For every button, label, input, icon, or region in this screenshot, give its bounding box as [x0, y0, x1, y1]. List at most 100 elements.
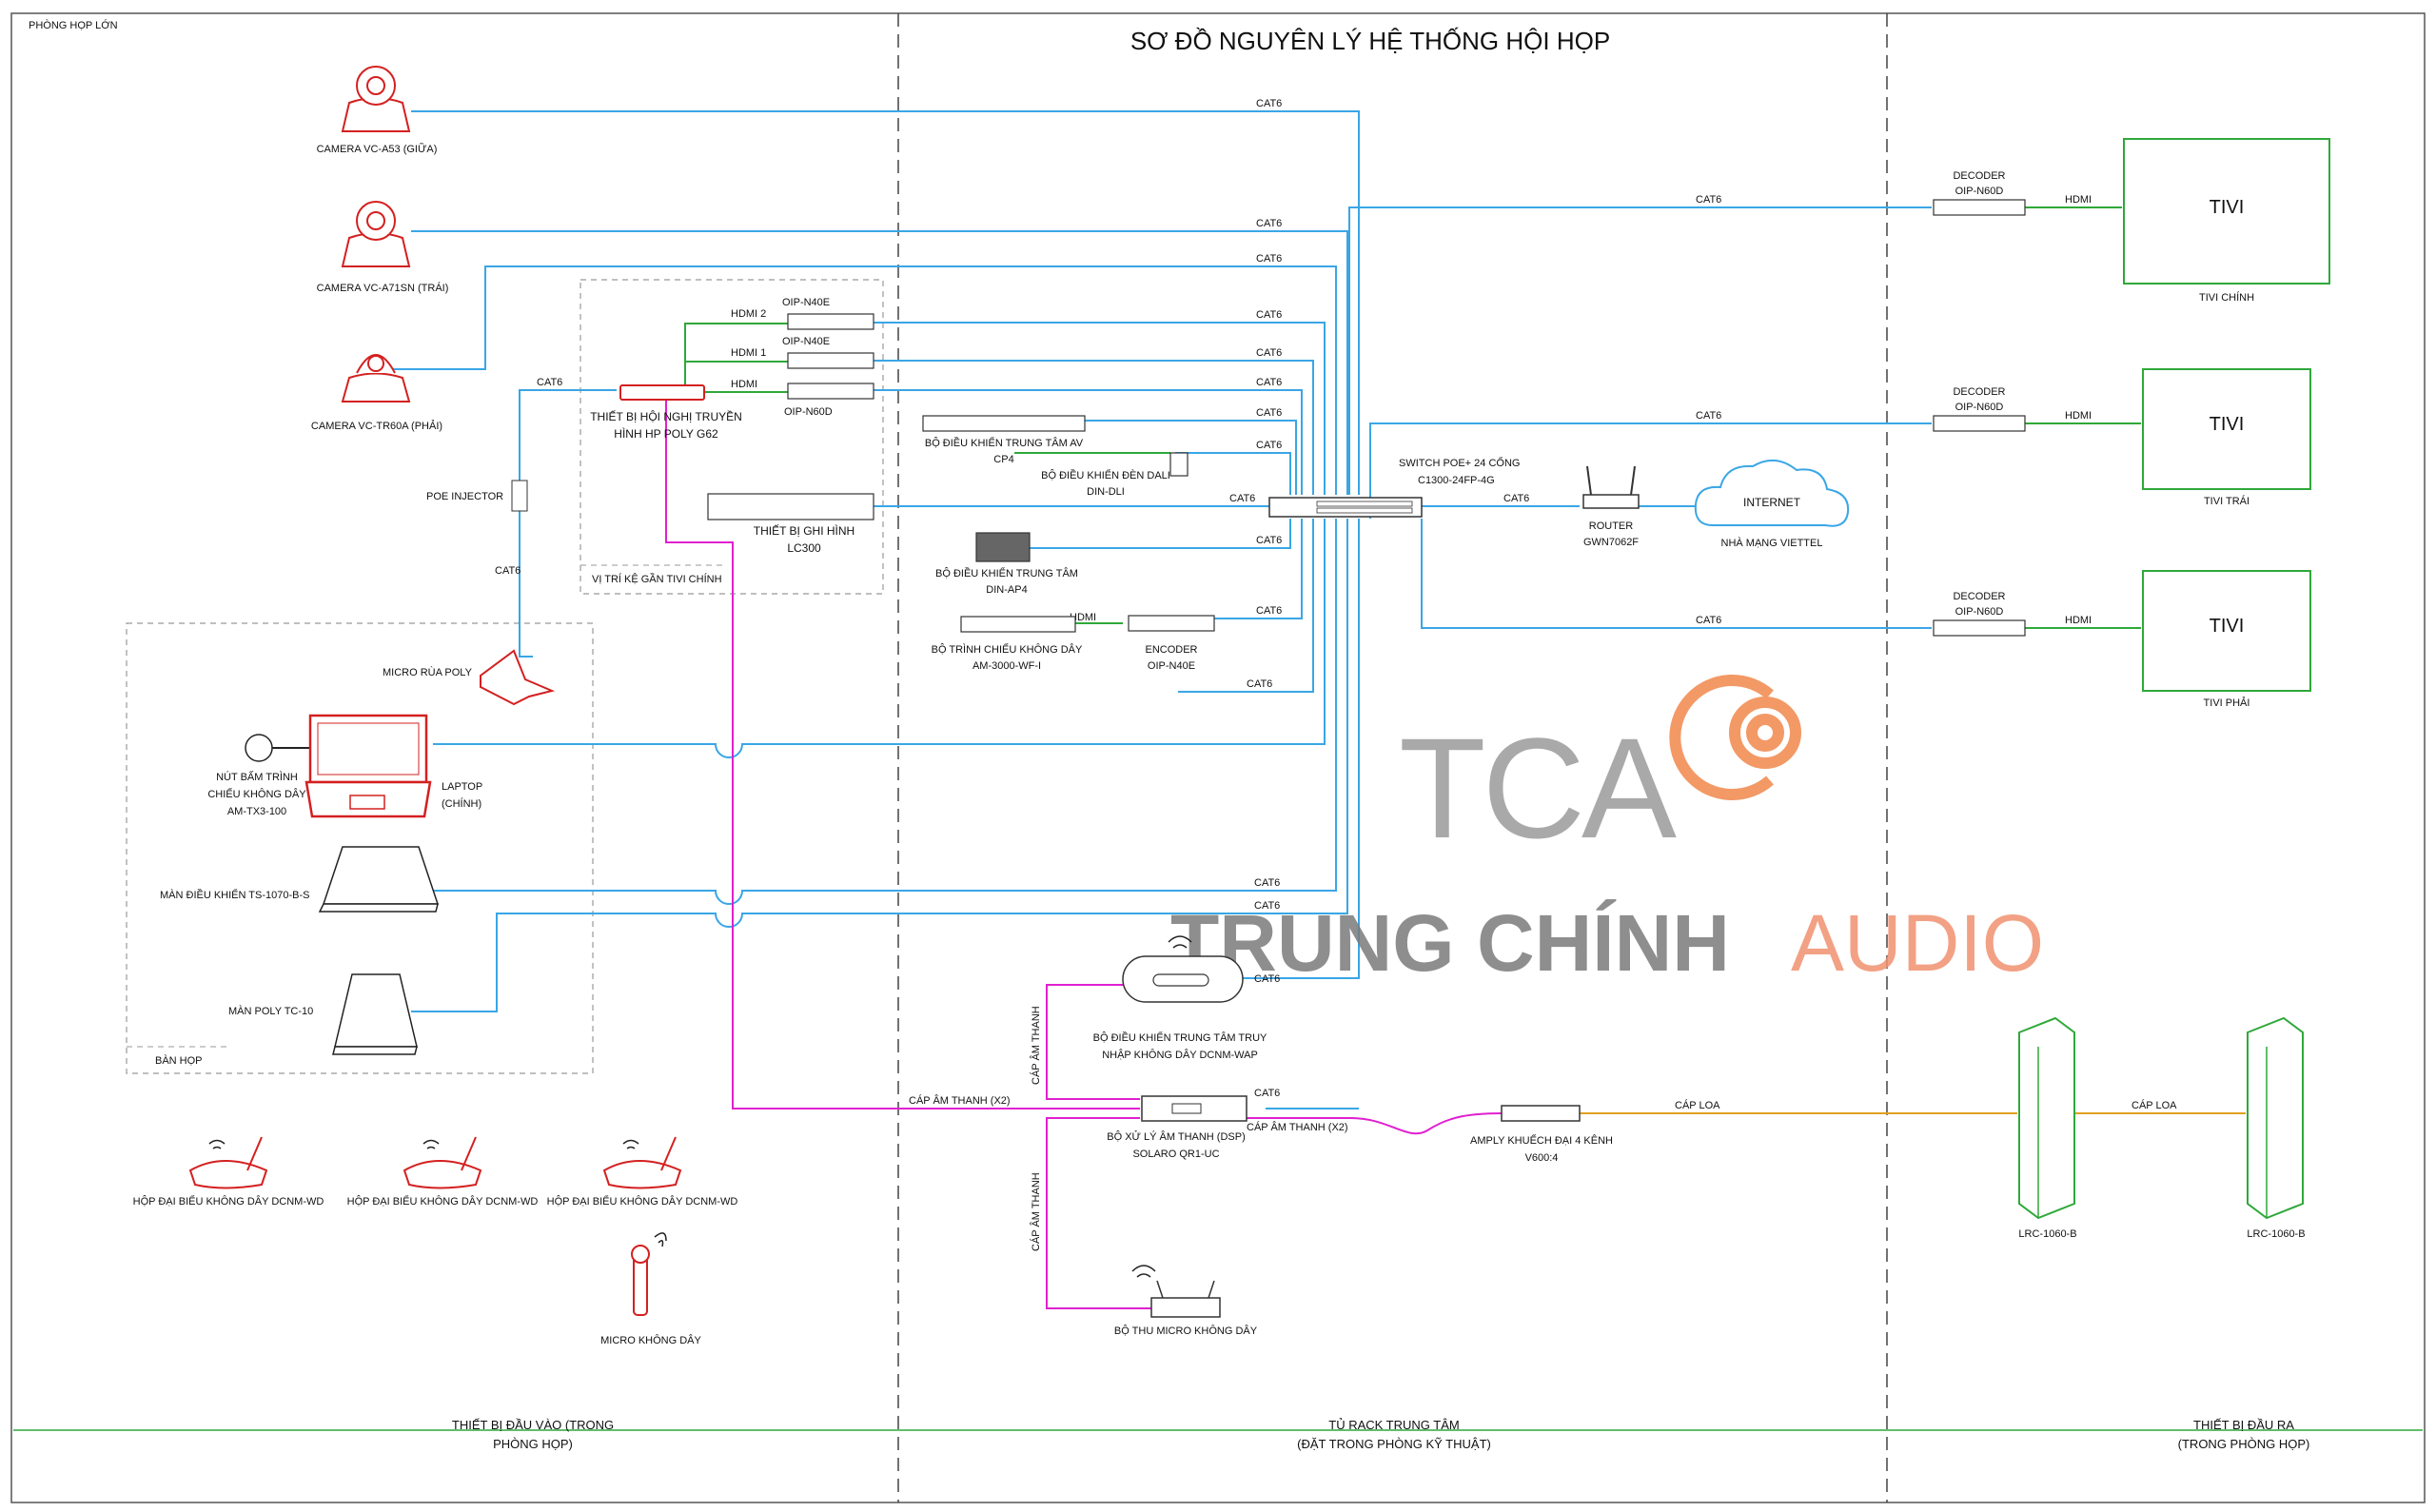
- am3000-label-1: BỘ TRÌNH CHIẾU KHÔNG DÂY: [932, 643, 1083, 656]
- cable-labels: CAT6 CAT6 CAT6 CAT6 CAT6 CAT6 CAT6 CAT6 …: [495, 98, 2177, 1251]
- cat6-label-10: CAT6: [1256, 535, 1282, 546]
- dsp-label-1: BỘ XỬ LÝ ÂM THANH (DSP): [1107, 1130, 1246, 1143]
- delegate-unit-1-icon: [188, 1136, 268, 1189]
- speaker-label-1: CÁP LOA: [1675, 1099, 1720, 1111]
- diagram-title: SƠ ĐỒ NGUYÊN LÝ HỆ THỐNG HỘI HỌP: [1130, 27, 1610, 55]
- tc10-label: MÀN POLY TC-10: [228, 1005, 313, 1017]
- tv1-label: TIVI CHÍNH: [2199, 291, 2254, 304]
- diagram-frame: [10, 12, 2426, 1503]
- lc300-box: [707, 493, 874, 520]
- tv-right-frame: [2142, 570, 2311, 692]
- cat6-label-3: CAT6: [1256, 253, 1282, 265]
- poe-switch-ports: [1316, 501, 1413, 514]
- cp4-label-1: BỘ ĐIỀU KHIỂN TRUNG TÂM AV: [925, 437, 1084, 449]
- cat6-label-19: CAT6: [1696, 615, 1721, 626]
- cp4-label-2: CP4: [993, 454, 1013, 465]
- watermark-brand2: AUDIO: [1791, 898, 2044, 988]
- cam3-label: CAMERA VC-TR60A (PHẢI): [311, 420, 442, 432]
- cat6-label-12: CAT6: [1247, 678, 1272, 690]
- encoder-2-box: [787, 352, 874, 369]
- hdmi-label-g62: HDMI: [731, 379, 757, 390]
- mic-receiver-icon: [1131, 1265, 1221, 1318]
- cam2-label: CAMERA VC-A71SN (TRÁI): [317, 282, 449, 294]
- zone-input-line1: THIẾT BỊ ĐẦU VÀO (TRONG: [452, 1418, 614, 1432]
- lc300-label-1: THIẾT BỊ GHI HÌNH: [754, 523, 855, 538]
- enc3-label-1: ENCODER: [1145, 644, 1197, 656]
- zone-rack-line1: TỦ RACK TRUNG TÂM: [1328, 1418, 1459, 1432]
- enc1-label: OIP-N40E: [782, 297, 830, 308]
- decC-label-1: DECODER: [1953, 591, 2005, 602]
- cat6-label-21: CAT6: [537, 377, 562, 388]
- audio-x2-label-2: CÁP ÂM THANH (X2): [1247, 1121, 1348, 1133]
- room-label: PHÒNG HỌP LỚN: [29, 19, 118, 31]
- poly-mic-icon: [480, 649, 556, 706]
- decoder-b-box: [1933, 415, 2026, 432]
- cat6-lines: [369, 110, 1932, 1109]
- wmic-label: MICRO KHÔNG DÂY: [600, 1334, 701, 1346]
- decA-label-2: OIP-N60D: [1955, 186, 2004, 197]
- poe-injector-box: [511, 480, 528, 512]
- cat6-label-2: CAT6: [1256, 218, 1282, 229]
- decoder-0-box: [787, 383, 874, 400]
- delegate-unit-3-icon: [602, 1136, 682, 1189]
- dcnm-wap-icon: [1122, 935, 1244, 1003]
- router-icon: [1582, 465, 1640, 509]
- switch-label-1: SWITCH POE+ 24 CỔNG: [1399, 457, 1520, 469]
- poly-g62-box: [619, 384, 705, 401]
- cat6-label-11: CAT6: [1256, 605, 1282, 617]
- enc2-label: OIP-N40E: [782, 336, 830, 347]
- amp-label-1: AMPLY KHUẾCH ĐẠI 4 KÊNH: [1470, 1134, 1613, 1147]
- tv-shelf-label: VỊ TRÍ KỆ GẦN TIVI CHÍNH: [592, 573, 722, 585]
- hdmi-label-tv3: HDMI: [2065, 615, 2092, 626]
- audio-lines: [665, 400, 1503, 1309]
- table-group: [126, 622, 594, 1074]
- wireless-mic-icon: [631, 1232, 667, 1316]
- router-label-1: ROUTER: [1589, 520, 1634, 532]
- camera-vc-a53-icon: [341, 66, 411, 132]
- tv-left-text: TIVI: [2210, 414, 2245, 435]
- switch-label-2: C1300-24FP-4G: [1418, 475, 1495, 486]
- mic-poly-label: MICRO RÙA POLY: [383, 666, 473, 678]
- wd1-label: HỘP ĐẠI BIỂU KHÔNG DÂY DCNM-WD: [133, 1195, 324, 1208]
- cat6-label-1: CAT6: [1256, 98, 1282, 109]
- cat6-label-18: CAT6: [1696, 410, 1721, 422]
- ts1070-touch-panel-icon: [318, 846, 440, 913]
- zone-rack-line2: (ĐẶT TRONG PHÒNG KỸ THUẬT): [1297, 1437, 1491, 1451]
- wd2-label: HỘP ĐẠI BIỂU KHÔNG DÂY DCNM-WD: [347, 1195, 539, 1208]
- cam1-label: CAMERA VC-A53 (GIỮA): [317, 143, 438, 155]
- cat6-label-16: CAT6: [1254, 1088, 1280, 1099]
- tv3-label: TIVI PHẢI: [2204, 697, 2250, 709]
- zone-input-line2: PHÒNG HỌP): [493, 1437, 573, 1451]
- column-speaker-2-icon: [2247, 1016, 2304, 1220]
- enc3-label-2: OIP-N40E: [1148, 660, 1195, 672]
- cat6-label-5: CAT6: [1256, 347, 1282, 359]
- decoder-a-box: [1933, 199, 2026, 216]
- decB-label-1: DECODER: [1953, 386, 2005, 398]
- cat6-label-6: CAT6: [1256, 377, 1282, 388]
- hdmi-lines: [684, 206, 2141, 629]
- watermark-brand1: TRUNG CHÍNH: [1170, 898, 1730, 988]
- dali-label-1: BỘ ĐIỀU KHIỂN ĐÈN DALI: [1041, 469, 1170, 481]
- hdmi-label-tv1: HDMI: [2065, 194, 2092, 206]
- ts1070-label: MÀN ĐIỀU KHIỂN TS-1070-B-S: [160, 889, 310, 901]
- spk1-label: LRC-1060-B: [2018, 1228, 2076, 1240]
- tv-main-text: TIVI: [2210, 197, 2245, 218]
- laptop-label-1: LAPTOP: [442, 781, 482, 793]
- wap-label-2: NHẬP KHÔNG DÂY DCNM-WAP: [1102, 1049, 1258, 1061]
- decA-label-1: DECODER: [1953, 170, 2005, 182]
- cat6-label-22: CAT6: [495, 565, 521, 577]
- dec0-label: OIP-N60D: [784, 406, 833, 418]
- cat6-label-15: CAT6: [1254, 973, 1280, 985]
- cat6-label-4: CAT6: [1256, 309, 1282, 321]
- hdmi-label-tv2: HDMI: [2065, 410, 2092, 422]
- column-speaker-1-icon: [2018, 1016, 2075, 1220]
- g62-label-1: THIẾT BỊ HỘI NGHỊ TRUYỀN: [590, 409, 742, 423]
- cat6-label-13: CAT6: [1254, 877, 1280, 889]
- camera-vc-a71sn-icon: [341, 201, 411, 267]
- amplifier-box: [1501, 1105, 1581, 1122]
- isp-label: NHÀ MẠNG VIETTEL: [1721, 537, 1823, 549]
- btn-label-1: NÚT BẤM TRÌNH: [216, 771, 298, 783]
- wap-label-1: BỘ ĐIỀU KHIỂN TRUNG TÂM TRUY: [1093, 1031, 1267, 1044]
- cat6-label-8: CAT6: [1256, 440, 1282, 451]
